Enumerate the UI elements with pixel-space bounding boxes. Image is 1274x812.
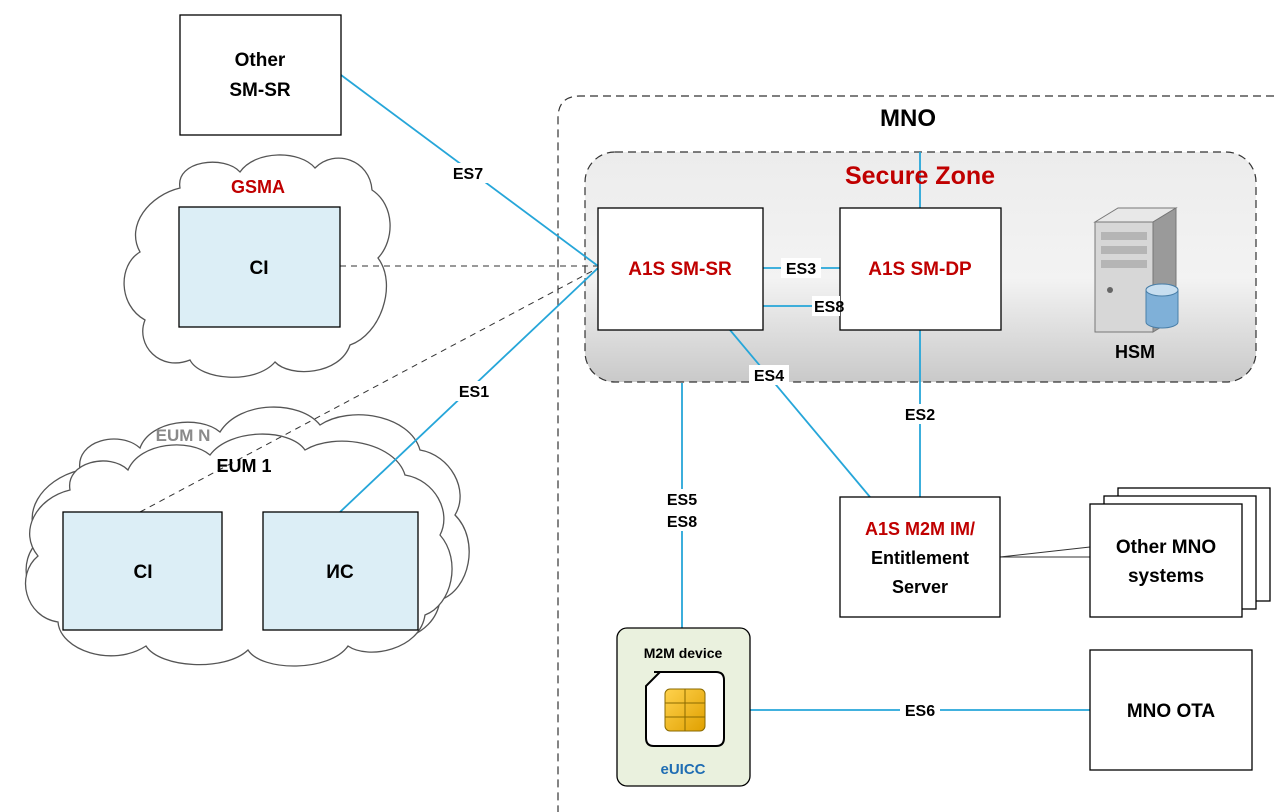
other-systems-links xyxy=(999,546,1091,558)
es8-label: ES8 xyxy=(667,514,697,531)
es5-label: ES5 xyxy=(667,492,697,509)
mno-ota-box: MNO OTA xyxy=(1089,649,1253,771)
hsm-label: HSM xyxy=(1115,342,1155,362)
smsr-box: A1S SM-SR xyxy=(597,207,764,331)
server-database-icon xyxy=(1093,207,1179,333)
gsma-ci-box: GSMA CI xyxy=(178,177,341,328)
m2m-im-line3: Server xyxy=(892,577,948,597)
euicc-label: eUICC xyxy=(660,761,705,778)
smsr-label: A1S SM-SR xyxy=(628,259,732,280)
m2m-device-box: M2M device eUICC xyxy=(616,627,751,787)
other-smsr-box: Other SM-SR xyxy=(179,14,342,136)
es1-label: ES1 xyxy=(459,384,489,401)
other-mno-line1: Other MNO xyxy=(1116,537,1216,558)
m2m-im-line2: Entitlement xyxy=(871,548,969,568)
mno-label: MNO xyxy=(880,105,936,132)
interface-labels: ES7 ES1 ES3 ES8 ES4 ES2 ES5 ES8 ES6 xyxy=(448,163,940,720)
es6-label: ES6 xyxy=(905,703,935,720)
smdp-box: A1S SM-DP xyxy=(839,207,1002,331)
gsma-ci-label: CI xyxy=(250,258,269,279)
gsma-label: GSMA xyxy=(231,177,285,197)
eum-1-label: EUM 1 xyxy=(216,456,271,476)
eum-n-label: EUM N xyxy=(156,426,211,445)
other-mno-line2: systems xyxy=(1128,566,1204,587)
mno-ota-label: MNO OTA xyxy=(1127,701,1216,722)
secure-zone-label: Secure Zone xyxy=(845,162,995,190)
es7-label: ES7 xyxy=(453,166,483,183)
es4-label: ES4 xyxy=(754,368,784,385)
es2-label: ES2 xyxy=(905,407,935,424)
eum-ic-label: ИС xyxy=(326,562,354,583)
other-smsr-line2: SM-SR xyxy=(229,80,291,101)
eum-ic-box: ИС xyxy=(262,511,419,631)
es3-label: ES3 xyxy=(786,261,816,278)
es8-secure-label: ES8 xyxy=(814,299,844,316)
eum-ci-box: CI xyxy=(62,511,223,631)
m2m-im-line1: A1S M2M IM/ xyxy=(865,519,975,539)
m2m-im-box: A1S M2M IM/ Entitlement Server xyxy=(839,496,1001,618)
sim-card-icon xyxy=(645,671,725,747)
mno-region xyxy=(557,95,1274,812)
m2m-device-label: M2M device xyxy=(644,645,723,661)
smdp-label: A1S SM-DP xyxy=(868,259,972,280)
other-smsr-line1: Other xyxy=(235,50,286,71)
other-mno-systems-box: Other MNO systems xyxy=(1089,487,1271,618)
ci-links xyxy=(139,265,599,513)
eum-ci-label: CI xyxy=(134,562,153,583)
